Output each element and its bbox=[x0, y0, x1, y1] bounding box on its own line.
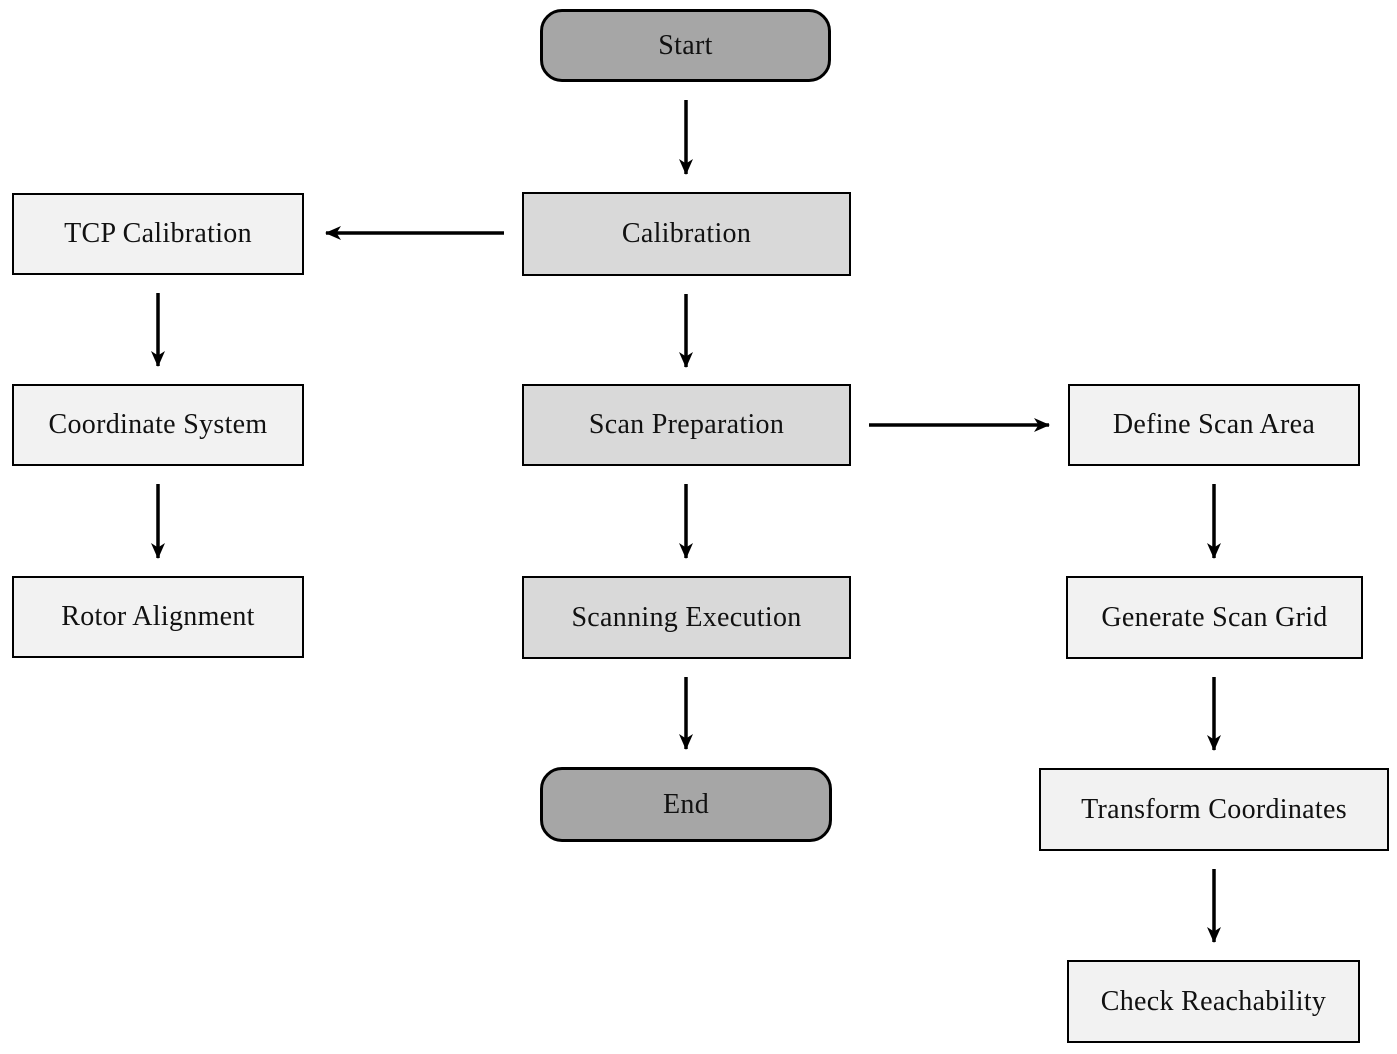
node-end: End bbox=[540, 767, 832, 842]
node-transform-coordinates-label: Transform Coordinates bbox=[1081, 793, 1347, 825]
node-start: Start bbox=[540, 9, 831, 82]
node-tcp-calibration: TCP Calibration bbox=[12, 193, 304, 275]
node-check-reachability-label: Check Reachability bbox=[1100, 985, 1327, 1017]
node-generate-scan-grid-label: Generate Scan Grid bbox=[1101, 601, 1328, 633]
node-coordinate-system: Coordinate System bbox=[12, 384, 304, 466]
node-end-label: End bbox=[662, 788, 709, 820]
node-coordinate-system-label: Coordinate System bbox=[48, 409, 268, 440]
node-define-scan-area: Define Scan Area bbox=[1068, 384, 1360, 466]
node-generate-scan-grid: Generate Scan Grid bbox=[1066, 576, 1363, 659]
node-rotor-alignment: Rotor Alignment bbox=[12, 576, 304, 658]
node-scanning-execution: Scanning Execution bbox=[522, 576, 851, 659]
node-calibration: Calibration bbox=[522, 192, 851, 276]
node-scan-preparation: Scan Preparation bbox=[522, 384, 851, 466]
node-transform-coordinates: Transform Coordinates bbox=[1039, 768, 1389, 851]
node-define-scan-area-label: Define Scan Area bbox=[1112, 409, 1316, 440]
node-calibration-label: Calibration bbox=[621, 218, 752, 249]
node-scan-preparation-label: Scan Preparation bbox=[588, 409, 785, 440]
node-check-reachability: Check Reachability bbox=[1067, 960, 1360, 1043]
node-start-label: Start bbox=[658, 29, 713, 61]
node-rotor-alignment-label: Rotor Alignment bbox=[61, 601, 255, 632]
node-tcp-calibration-label: TCP Calibration bbox=[64, 218, 252, 249]
node-scanning-execution-label: Scanning Execution bbox=[571, 601, 802, 633]
